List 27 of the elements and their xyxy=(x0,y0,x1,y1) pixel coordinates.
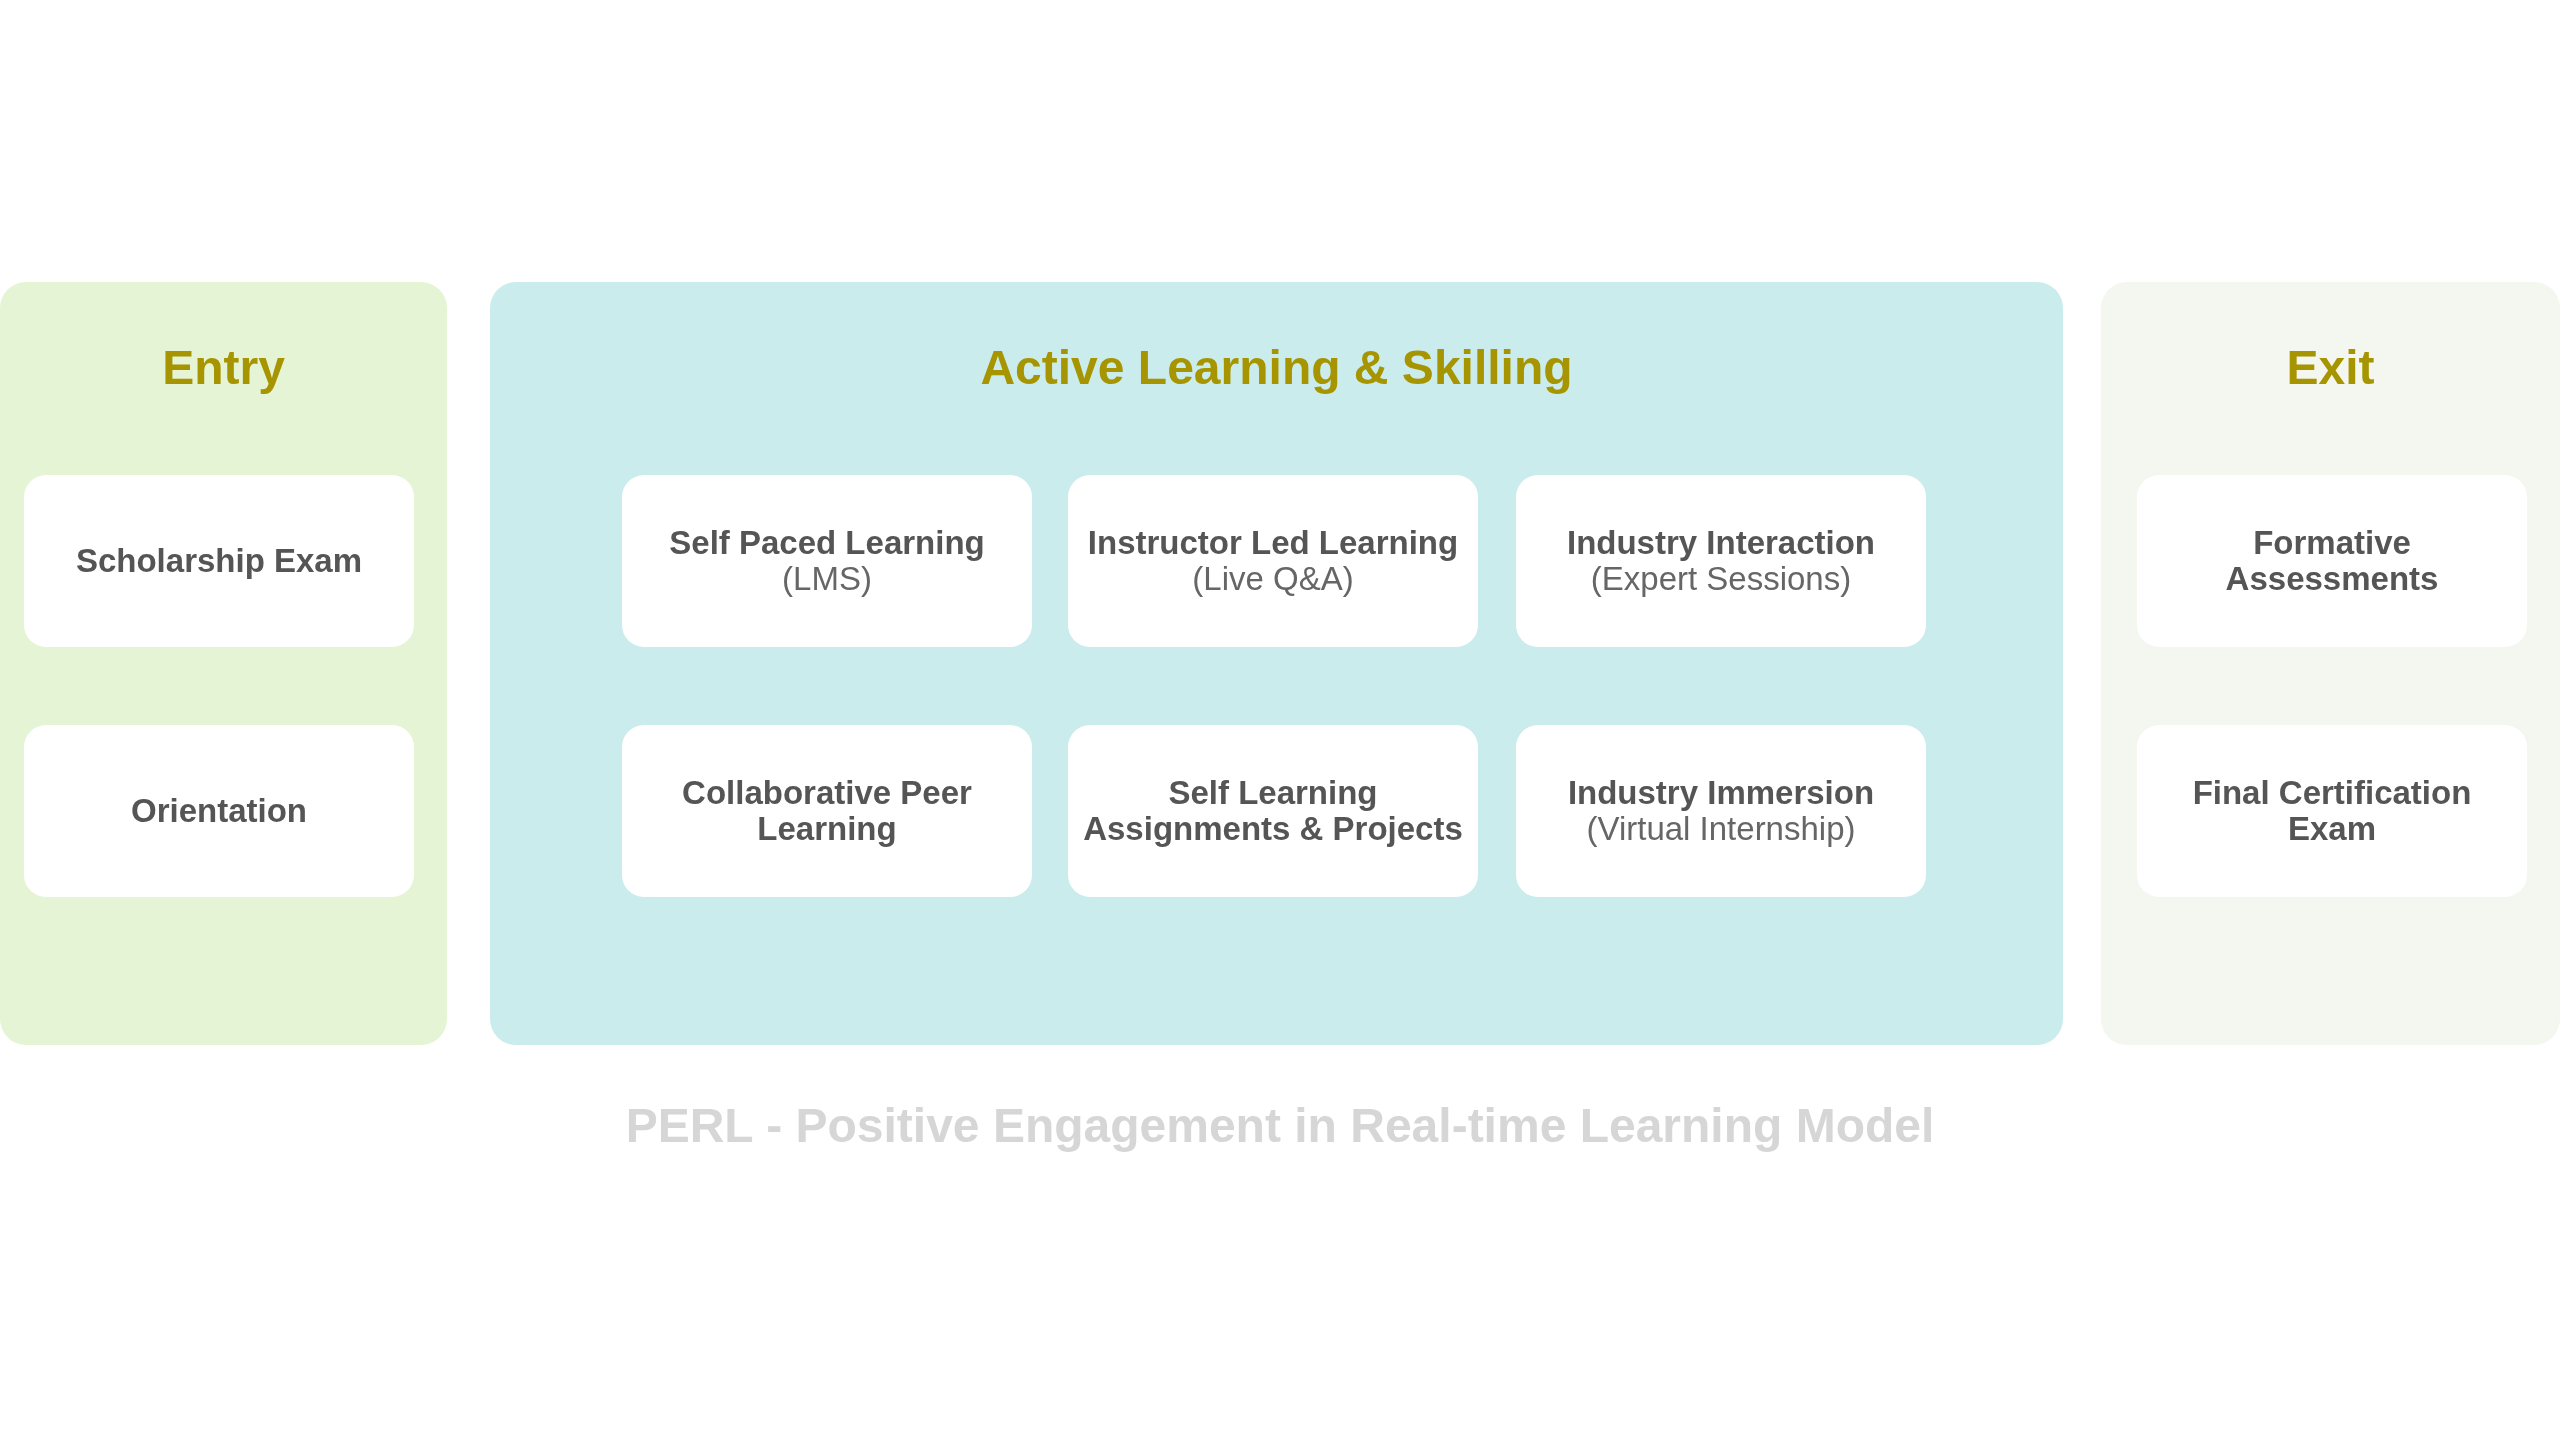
step-title: Formative Assessments xyxy=(2224,524,2440,598)
step-title: Orientation xyxy=(131,792,307,830)
step-title: Self Learning Assignments & Projects xyxy=(1082,774,1464,848)
step-card xyxy=(24,475,414,647)
step-card xyxy=(1068,725,1478,897)
step-subtitle: (Live Q&A) xyxy=(1192,561,1354,598)
panel-title: Entry xyxy=(161,340,286,395)
step-card xyxy=(1068,475,1478,647)
step-title: Self Paced Learning xyxy=(669,524,985,561)
step-card xyxy=(622,725,1032,897)
step-card xyxy=(622,475,1032,647)
step-title: Industry Interaction xyxy=(1566,524,1875,561)
step-title: Instructor Led Learning xyxy=(1087,524,1459,561)
step-title: Industry Immersion xyxy=(1567,774,1875,811)
step-card xyxy=(1516,725,1926,897)
step-subtitle: (Expert Sessions) xyxy=(1590,561,1852,598)
panel-title: Active Learning & Skilling xyxy=(979,340,1574,395)
step-subtitle: (LMS) xyxy=(782,561,872,598)
step-title: Collaborative Peer Learning xyxy=(681,774,973,848)
panel-title: Exit xyxy=(2285,340,2376,395)
group-panel xyxy=(0,282,447,1045)
step-card xyxy=(24,725,414,897)
step-card xyxy=(1516,475,1926,647)
step-title: Final Certification Exam xyxy=(2191,774,2473,848)
step-subtitle: (Virtual Internship) xyxy=(1586,811,1856,848)
group-panel xyxy=(490,282,2063,1045)
step-title: Scholarship Exam xyxy=(75,542,363,580)
